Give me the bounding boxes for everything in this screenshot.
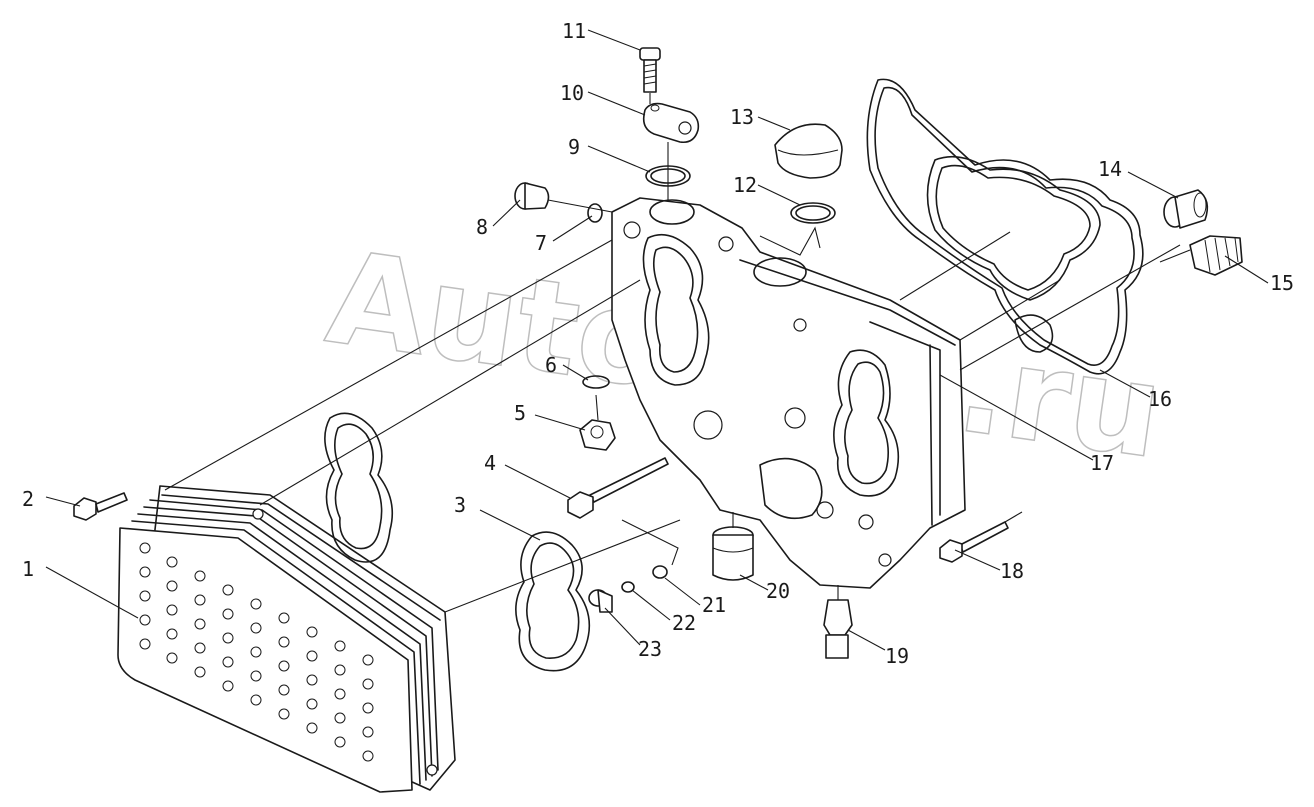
callout-11: 11 <box>562 19 586 43</box>
part-21-small-plug <box>652 565 668 579</box>
callout-13: 13 <box>730 105 754 129</box>
callout-19: 19 <box>885 644 909 668</box>
part-19-fitting <box>823 599 853 659</box>
part-3-gasket-upper <box>324 412 394 563</box>
callout-3: 3 <box>454 493 466 517</box>
callout-20: 20 <box>766 579 790 603</box>
callout-2: 2 <box>22 487 34 511</box>
part-10-flange-plate <box>642 102 700 144</box>
callout-15: 15 <box>1270 271 1294 295</box>
part-16-large-gasket <box>866 78 1144 375</box>
callout-21: 21 <box>702 593 726 617</box>
callout-5: 5 <box>514 401 526 425</box>
part-7-seal-ring <box>587 203 603 223</box>
part-14-fitting <box>1163 189 1209 229</box>
callout-17: 17 <box>1090 451 1114 475</box>
part-11-bolt <box>639 47 661 93</box>
callout-9: 9 <box>568 135 580 159</box>
callout-14: 14 <box>1098 157 1122 181</box>
callout-8: 8 <box>476 215 488 239</box>
callout-leaders <box>45 29 1269 651</box>
part-15-sensor <box>1189 235 1243 276</box>
callout-1: 1 <box>22 557 34 581</box>
callout-18: 18 <box>1000 559 1024 583</box>
callout-4: 4 <box>484 451 496 475</box>
part-13-filter-cap <box>774 123 843 179</box>
part-20-sleeve <box>712 526 754 581</box>
part-4-long-bolt <box>567 457 669 519</box>
part-23-plug <box>588 589 613 613</box>
part-6-o-ring <box>582 375 610 389</box>
part-22-seal-ring <box>621 581 635 593</box>
part-18-bolt <box>939 521 1009 563</box>
cooler-core-holes <box>139 542 374 762</box>
callout-6: 6 <box>545 353 557 377</box>
assembly-guide-lines <box>164 93 1191 613</box>
callout-12: 12 <box>733 173 757 197</box>
callout-7: 7 <box>535 231 547 255</box>
callout-labels: 1 2 3 4 5 6 7 8 9 10 11 12 13 14 15 16 1… <box>22 19 1294 668</box>
part-1-cooler-core <box>117 485 456 793</box>
callout-10: 10 <box>560 81 584 105</box>
part-5-nut <box>579 419 616 451</box>
part-3-gasket-lower <box>515 531 591 672</box>
part-12-o-ring <box>790 202 836 224</box>
callout-16: 16 <box>1148 387 1172 411</box>
callout-22: 22 <box>672 611 696 635</box>
part-2-bolt <box>73 492 128 521</box>
part-8-plug <box>514 182 550 210</box>
callout-23: 23 <box>638 637 662 661</box>
part-17-cooler-housing <box>611 197 966 589</box>
